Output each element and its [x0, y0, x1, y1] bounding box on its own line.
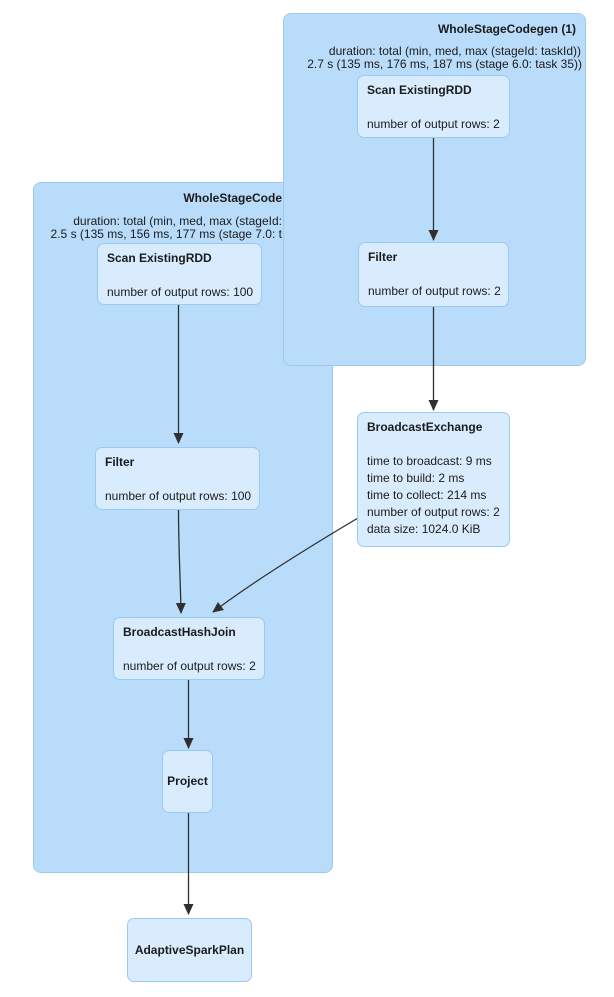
node-metric: number of output rows: 100 [105, 489, 252, 503]
node-filter-right: Filter number of output rows: 2 [358, 242, 509, 307]
node-broadcast-hash-join: BroadcastHashJoin number of output rows:… [113, 617, 265, 680]
node-metric: number of output rows: 2 [368, 284, 501, 298]
cluster-title: WholeStageCode [183, 191, 282, 205]
node-filter-left: Filter number of output rows: 100 [95, 447, 260, 510]
node-metric: number of output rows: 2 [367, 117, 500, 131]
cluster-duration-header: duration: total (min, med, max (stageId:… [328, 44, 581, 58]
cluster-title: WholeStageCodegen (1) [437, 22, 576, 36]
node-title: AdaptiveSparkPlan [134, 942, 245, 957]
node-scan-existingrdd-right: Scan ExistingRDD number of output rows: … [357, 75, 510, 138]
node-scan-existingrdd-left: Scan ExistingRDD number of output rows: … [97, 243, 262, 305]
cluster-duration-header: duration: total (min, med, max (stageId: [73, 214, 282, 228]
node-metric: time to broadcast: 9 ms [367, 454, 492, 468]
node-broadcast-exchange: BroadcastExchange time to broadcast: 9 m… [357, 412, 510, 547]
cluster-duration-value: 2.7 s (135 ms, 176 ms, 187 ms (stage 6.0… [307, 57, 582, 71]
node-metric: number of output rows: 2 [367, 505, 500, 519]
node-metric: time to build: 2 ms [367, 471, 465, 485]
node-title: Scan ExistingRDD [107, 251, 212, 265]
node-adaptive-spark-plan: AdaptiveSparkPlan [127, 918, 252, 982]
node-title: BroadcastExchange [367, 420, 483, 434]
node-project: Project [162, 750, 213, 813]
cluster-duration-value: 2.5 s (135 ms, 156 ms, 177 ms (stage 7.0… [50, 227, 282, 241]
node-metric: number of output rows: 2 [123, 659, 256, 673]
cluster-wholestagecodegen-1: WholeStageCodegen (1) duration: total (m… [283, 13, 586, 366]
node-title: Project [167, 774, 208, 788]
node-metric: number of output rows: 100 [107, 285, 254, 299]
node-title: Filter [105, 455, 135, 469]
node-title: Filter [368, 250, 398, 264]
node-title: BroadcastHashJoin [123, 625, 236, 639]
node-title: Scan ExistingRDD [367, 83, 472, 97]
node-metric: data size: 1024.0 KiB [367, 522, 481, 536]
node-metric: time to collect: 214 ms [367, 488, 487, 502]
